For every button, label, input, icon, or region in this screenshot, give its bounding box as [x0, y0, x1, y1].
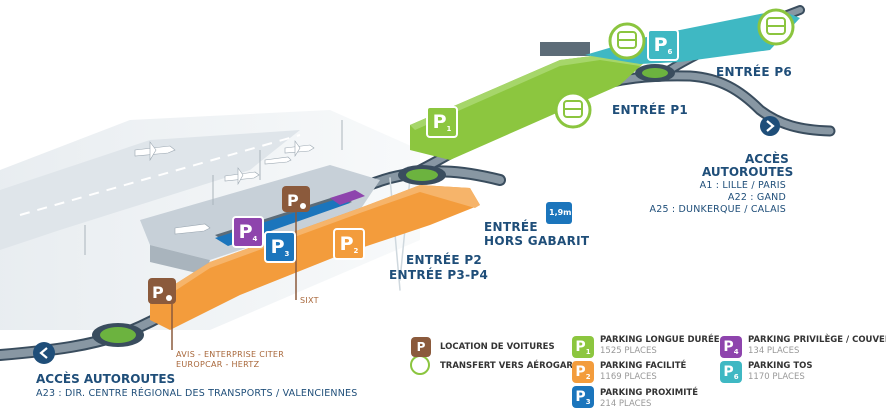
trees	[84, 120, 343, 255]
entry-p6-label: ENTRÉE P6	[716, 65, 793, 79]
zone-p1	[410, 55, 645, 160]
entry-p3p4-label: ENTRÉE P3-P4	[389, 268, 489, 282]
car-rental-pin-west: P	[148, 278, 176, 350]
legend-rental-label: LOCATION DE VOITURES	[440, 342, 555, 352]
legend-p6-title: PARKING TOS	[748, 361, 813, 371]
legend-transfer-icon	[410, 355, 430, 375]
legend-p3-icon: P3	[572, 386, 594, 408]
west-access-title: ACCÈS AUTOROUTES	[36, 372, 176, 386]
legend-p2-title: PARKING FACILITÉ	[600, 361, 687, 371]
zone-p2	[150, 185, 480, 330]
car-rental-pin-sixt: P	[282, 186, 310, 300]
zone-p4	[330, 190, 365, 205]
p1-marker: P1	[426, 106, 458, 138]
legend-p1-icon: P1	[572, 336, 594, 358]
bus-icon-p6-east	[757, 8, 795, 46]
legend-p2-icon: P2	[572, 361, 594, 383]
entry-hors-gabarit-line2: HORS GABARIT	[484, 234, 590, 248]
east-route-a1: A1 : LILLE / PARIS	[699, 180, 786, 191]
rental-agencies-line2: EUROPCAR - HERTZ	[176, 360, 260, 369]
east-route-a25: A25 : DUNKERQUE / CALAIS	[649, 204, 786, 215]
p2-marker: P2	[333, 228, 365, 260]
legend-p3-places: 214 PLACES	[600, 399, 652, 409]
airplane-icons	[134, 140, 315, 235]
legend-p1-title: PARKING LONGUE DURÉE	[600, 335, 720, 345]
height-limit-label: 1,9m	[549, 208, 572, 217]
legend-p3-title: PARKING PROXIMITÉ	[600, 388, 699, 398]
svg-text:P: P	[152, 283, 164, 302]
legend-transfer-label: TRANSFERT VERS AÉROGARE	[440, 361, 579, 371]
east-access-title-2: AUTOROUTES	[702, 165, 794, 179]
roundabouts	[92, 64, 675, 347]
legend-p4-icon: P4	[720, 336, 742, 358]
entry-p1-label: ENTRÉE P1	[612, 103, 689, 117]
east-access-arrow-icon	[760, 116, 780, 136]
entry-hors-gabarit-line1: ENTRÉE	[484, 220, 538, 234]
legend-p4-places: 134 PLACES	[748, 346, 800, 356]
west-access-arrow-icon	[33, 342, 55, 364]
west-access-route: A23 : DIR. CENTRE RÉGIONAL DES TRANSPORT…	[36, 388, 358, 399]
legend-rental-icon: P	[411, 337, 431, 357]
svg-text:P: P	[287, 191, 299, 210]
p6-building	[540, 42, 590, 56]
entry-p2-label: ENTRÉE P2	[406, 253, 483, 267]
bus-icon-p1	[554, 91, 592, 129]
legend-p6-icon: P6	[720, 361, 742, 383]
p6-marker: P6	[647, 29, 679, 61]
east-access-title-1: ACCÈS	[745, 152, 789, 166]
east-route-a22: A22 : GAND	[727, 192, 786, 203]
legend-p1-places: 1525 PLACES	[600, 346, 657, 356]
p3-marker: P3	[264, 231, 296, 263]
p4-marker: P4	[232, 216, 264, 248]
height-limit-sign	[546, 202, 572, 224]
legend-p2-places: 1169 PLACES	[600, 372, 657, 382]
bus-icon-p6-west	[608, 22, 646, 60]
legend-p4-title: PARKING PRIVILÈGE / COUVERT	[748, 335, 886, 345]
zone-p2-top	[150, 185, 480, 304]
rental-agencies-line1: AVIS - ENTERPRISE CITER	[176, 350, 285, 359]
legend-p6-places: 1170 PLACES	[748, 372, 805, 382]
rental-sixt-label: SIXT	[300, 296, 319, 305]
zone-p1-top	[410, 55, 645, 130]
